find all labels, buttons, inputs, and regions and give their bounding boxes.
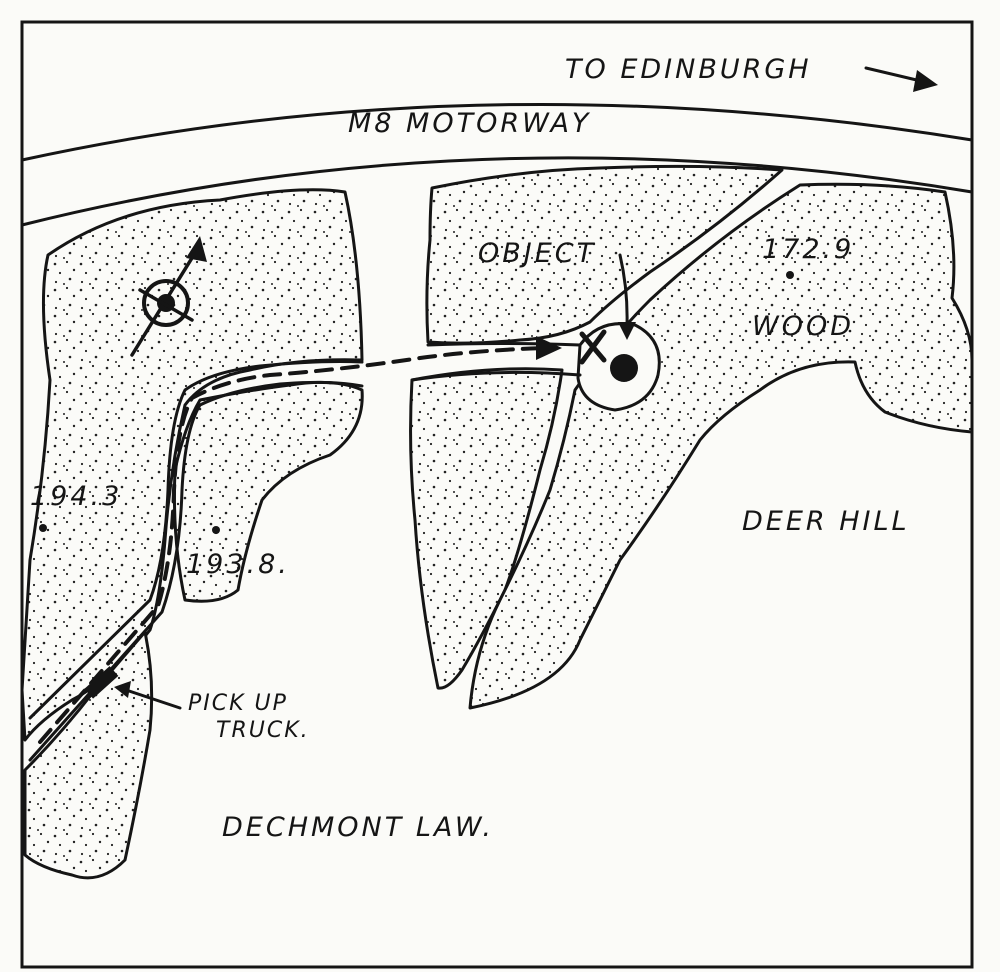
wood-area-west <box>20 188 364 742</box>
spot-height-dot-c <box>786 271 794 279</box>
dechmont-law-label: DECHMONT LAW. <box>222 812 494 843</box>
deer-hill-label: DEER HILL <box>742 506 910 537</box>
spot-height-b-label: 193.8. <box>186 549 290 580</box>
object-pointer-line <box>618 253 629 327</box>
motorway-label: M8 MOTORWAY <box>348 108 591 139</box>
map-frame <box>20 20 974 969</box>
wood-area-east <box>468 182 974 710</box>
wood-area-triangle <box>409 367 564 690</box>
route-arrow-head <box>536 336 562 360</box>
spot-height-a-label: 194.3 <box>30 481 122 512</box>
object-label: OBJECT <box>478 238 596 269</box>
object-marker-icon <box>610 354 638 382</box>
truck-pointer-head <box>114 681 131 698</box>
edinburgh-arrow-line <box>864 66 927 84</box>
track-west-edge-b <box>28 380 364 762</box>
wood-area-north-central <box>425 164 784 345</box>
motorway-south-edge <box>20 156 974 227</box>
track-middle-edge-b <box>410 370 582 382</box>
edinburgh-arrow-head <box>913 70 938 92</box>
spot-height-dot-a <box>39 524 47 532</box>
motorway-north-edge <box>20 102 974 162</box>
spot-height-c-label: 172.9 <box>762 234 854 265</box>
truck-pointer-line <box>124 688 182 710</box>
pick-up-truck-label-line1: PICK UP <box>188 691 288 716</box>
spot-height-dot-b <box>212 526 220 534</box>
dashed-route <box>38 346 547 744</box>
to-edinburgh-label: TO EDINBURGH <box>565 54 812 85</box>
north-arrow-icon <box>130 236 207 357</box>
wood-label: WOOD <box>752 311 854 342</box>
pick-up-truck-icon <box>84 666 119 699</box>
track-west-edge-a <box>28 360 364 720</box>
object-pointer-head <box>618 322 636 340</box>
x-marker-icon <box>579 329 607 365</box>
pick-up-truck-label-line2: TRUCK. <box>216 718 310 743</box>
track-middle-edge-a <box>426 342 582 347</box>
